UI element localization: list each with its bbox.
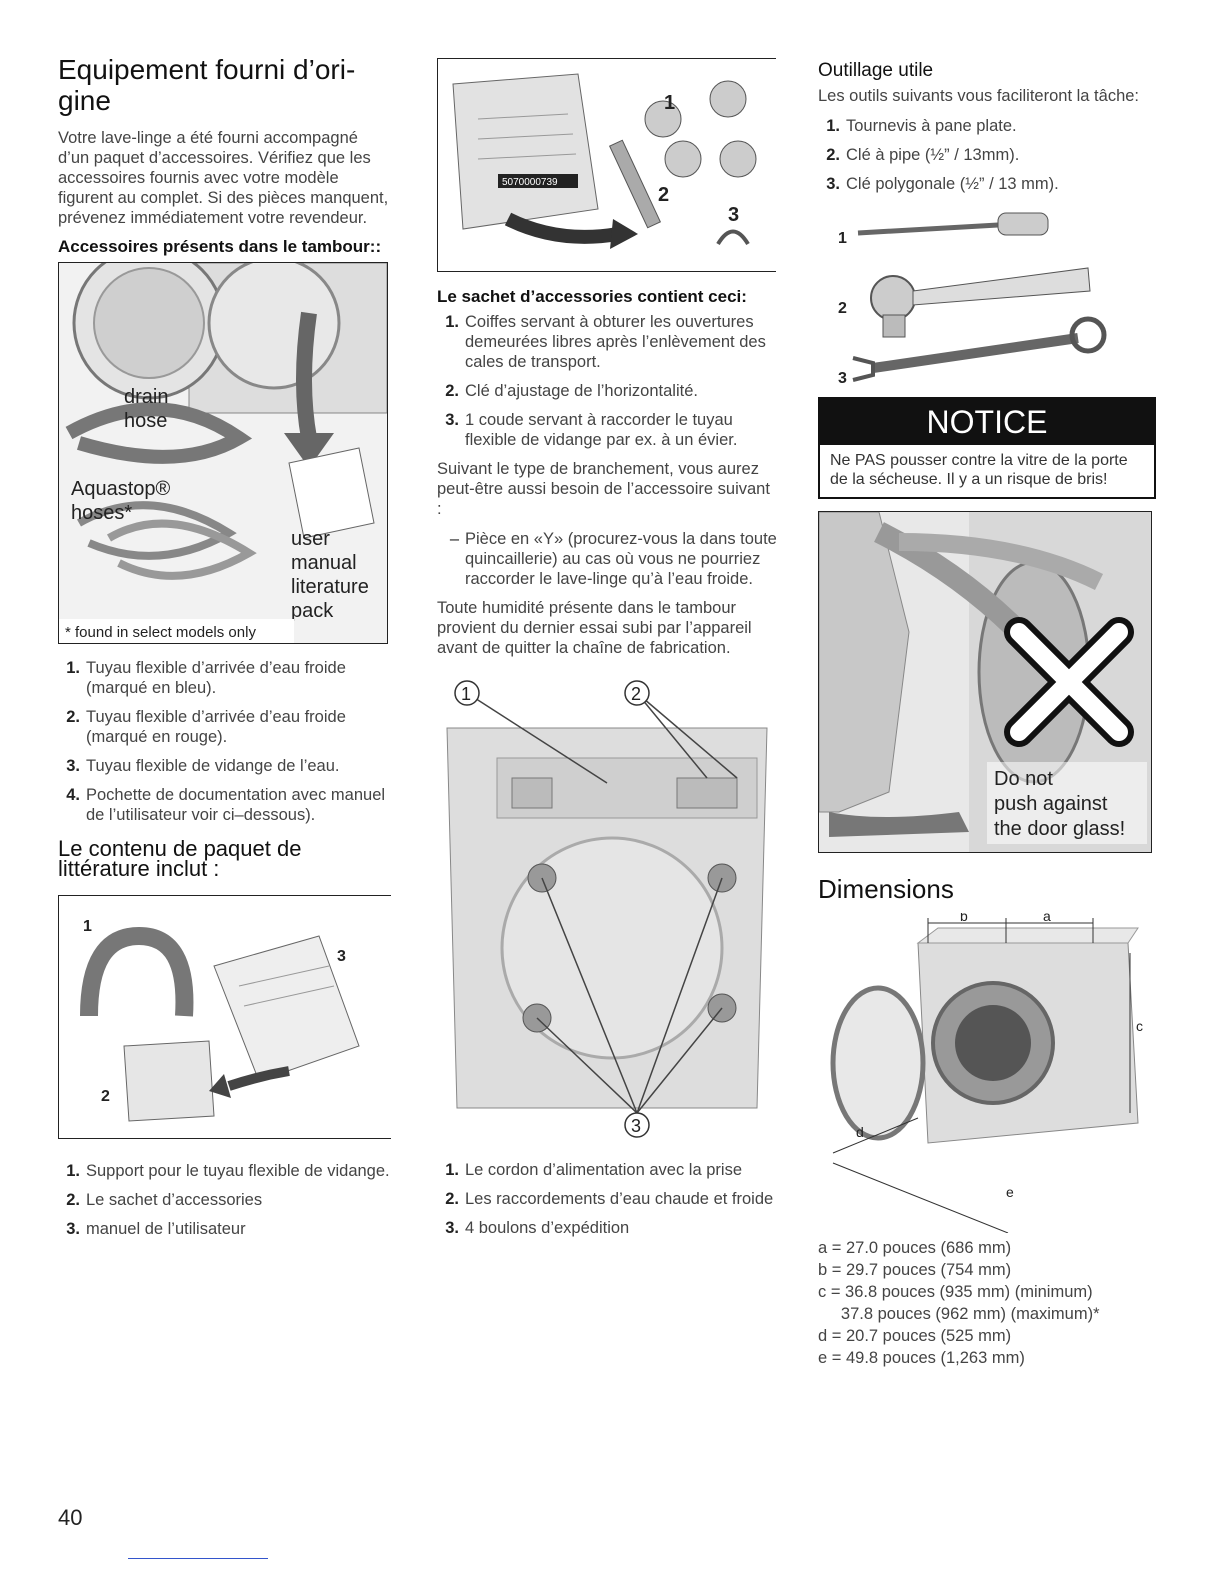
page-number: 40 <box>58 1505 83 1530</box>
accessory-bag-figure: 5070000739 1 2 3 <box>437 58 776 272</box>
bag-items-list: 1.Coiffes servant à obturer les ouvertur… <box>437 312 777 450</box>
humidity-paragraph: Toute humidité présente dans le tambour … <box>437 599 752 657</box>
drum-accessories-heading: Accessoires présents dans le tambour:: <box>58 237 382 256</box>
list-item: –Pièce en «Y» (procurez-vous la dans tou… <box>449 530 777 588</box>
literature-heading: Le contenu de paquet de littérature incl… <box>58 836 302 881</box>
list-item: 3.manuel de l’utilisateur <box>66 1220 246 1238</box>
list-item: 1.Coiffes servant à obturer les ouvertur… <box>445 313 766 371</box>
label-manual: manual <box>291 552 357 574</box>
drum-items-list: 1.Tuyau flexible d’arrivée d’eau froide … <box>58 658 390 825</box>
label-aquastop: Aquastop® <box>71 478 171 500</box>
label-2: 2 <box>658 184 669 206</box>
label-literature: literature <box>291 576 369 598</box>
drum-accessories-figure: drain hose Aquastop® hoses* user manual … <box>58 262 388 644</box>
dim-label-c: c <box>1136 1018 1143 1034</box>
list-item: 1.Le cordon d’alimentation avec la prise <box>445 1161 742 1179</box>
dimensions-illustration: b a c d e <box>830 908 1143 1234</box>
right-column: Outillage utile Les outils suivants vous… <box>818 54 1158 1369</box>
dim-label-a: a <box>1043 913 1051 924</box>
literature-illustration: 1 2 3 <box>80 918 360 1122</box>
list-item: 2.Les raccordements d’eau chaude et froi… <box>445 1190 774 1208</box>
notice-title: NOTICE <box>820 399 1154 445</box>
list-item: 2.Le sachet d’accessories <box>66 1191 263 1209</box>
door-warning-figure: Do not push against the door glass! <box>818 511 1152 853</box>
warning-line-1: Do not <box>994 768 1053 790</box>
tools-heading: Outillage utile <box>818 60 934 81</box>
literature-figure: 1 2 3 <box>58 895 391 1139</box>
label-hoses: hoses* <box>71 502 132 524</box>
list-item: 2.Tuyau flexible d’arrivée d’eau froide … <box>66 708 346 746</box>
literature-items-list: 1.Support pour le tuyau flexible de vida… <box>58 1161 390 1239</box>
footnote: * found in select models only <box>65 624 256 641</box>
label-hose: hose <box>124 410 167 432</box>
door-warning-illustration: Do not push against the door glass! <box>819 512 1151 852</box>
label-1: 1 <box>664 92 675 114</box>
dim-label-e: e <box>1006 1184 1014 1200</box>
tools-list: 1.Tournevis à pane plate. 2.Clé à pipe (… <box>818 116 1158 194</box>
callout-3: 3 <box>631 1116 641 1136</box>
list-item: 2.Clé à pipe (½” / 13mm). <box>826 146 1020 164</box>
bag-contents-heading: Le sachet d’accessories contient ceci: <box>437 287 747 306</box>
label-3: 3 <box>838 370 847 387</box>
label-2: 2 <box>101 1088 110 1105</box>
list-item: 2.Clé d’ajustage de l’horizontalité. <box>445 382 698 400</box>
connection-paragraph: Suivant le type de branchement, vous aur… <box>437 460 770 518</box>
label-drain: drain <box>124 386 168 408</box>
label-1: 1 <box>83 918 92 935</box>
label-2: 2 <box>838 300 847 317</box>
dimensions-list: a = 27.0 pouces (686 mm) b = 29.7 pouces… <box>818 1237 1158 1369</box>
label-3: 3 <box>337 948 346 965</box>
footer-rule <box>128 1558 268 1559</box>
dimensions-figure: b a c d e <box>818 908 1154 1234</box>
list-item: 3.4 boulons d’expédition <box>445 1219 630 1237</box>
label-3: 3 <box>728 204 739 226</box>
drum-illustration: drain hose Aquastop® hoses* user manual … <box>59 263 387 643</box>
bag-code: 5070000739 <box>502 177 558 188</box>
connection-items-list: –Pièce en «Y» (procurez-vous la dans tou… <box>437 529 777 589</box>
machine-back-illustration: 1 2 3 <box>446 680 768 1138</box>
notice-text: Ne PAS pousser contre la vitre de la por… <box>830 452 1128 488</box>
label-pack: pack <box>291 600 334 622</box>
dimension-item: a = 27.0 pouces (686 mm) <box>818 1239 1012 1257</box>
list-item: 3.1 coude servant à raccorder le tuyau f… <box>445 411 738 449</box>
dimensions-heading: Dimensions <box>818 874 954 904</box>
dim-label-d: d <box>856 1124 864 1140</box>
notice-box: NOTICE Ne PAS pousser contre la vitre de… <box>818 397 1156 499</box>
dimension-item: d = 20.7 pouces (525 mm) <box>818 1327 1012 1345</box>
intro-paragraph: Votre lave-linge a été fourni accompagné… <box>58 129 389 227</box>
list-item: 1.Support pour le tuyau flexible de vida… <box>66 1162 390 1180</box>
tools-intro: Les outils suivants vous faciliteront la… <box>818 87 1140 105</box>
label-user: user <box>291 528 330 550</box>
middle-column: 5070000739 1 2 3 Le sachet d’accessories… <box>437 58 777 1247</box>
list-item: 1.Tuyau flexible d’arrivée d’eau froide … <box>66 659 346 697</box>
callout-2: 2 <box>631 684 641 704</box>
dimension-item: b = 29.7 pouces (754 mm) <box>818 1261 1012 1279</box>
list-item: 4.Pochette de documentation avec manuel … <box>66 786 386 824</box>
tools-illustration: 1 2 3 <box>838 212 1107 387</box>
back-items-list: 1.Le cordon d’alimentation avec la prise… <box>437 1160 777 1238</box>
section-title: Equipement fourni d’ori-gine <box>58 54 356 116</box>
dimension-item: c = 36.8 pouces (935 mm) (minimum) <box>818 1283 1093 1301</box>
list-item: 3.Clé polygonale (½” / 13 mm). <box>826 175 1059 193</box>
dimension-item: e = 49.8 pouces (1,263 mm) <box>818 1349 1025 1367</box>
list-item: 1.Tournevis à pane plate. <box>826 117 1017 135</box>
callout-1: 1 <box>461 684 471 704</box>
tools-figure: 1 2 3 <box>818 203 1118 393</box>
machine-back-figure: 1 2 3 <box>437 668 777 1148</box>
left-column: Equipement fourni d’ori-gine Votre lave-… <box>58 50 391 1248</box>
list-item: 3.Tuyau flexible de vidange de l’eau. <box>66 757 340 775</box>
dimension-item: 37.8 pouces (962 mm) (maximum)* <box>818 1305 1100 1323</box>
warning-line-3: the door glass! <box>994 818 1125 840</box>
label-1: 1 <box>838 230 847 247</box>
warning-line-2: push against <box>994 793 1108 815</box>
dim-label-b: b <box>960 913 968 924</box>
accessory-bag-illustration: 5070000739 1 2 3 <box>452 73 757 249</box>
